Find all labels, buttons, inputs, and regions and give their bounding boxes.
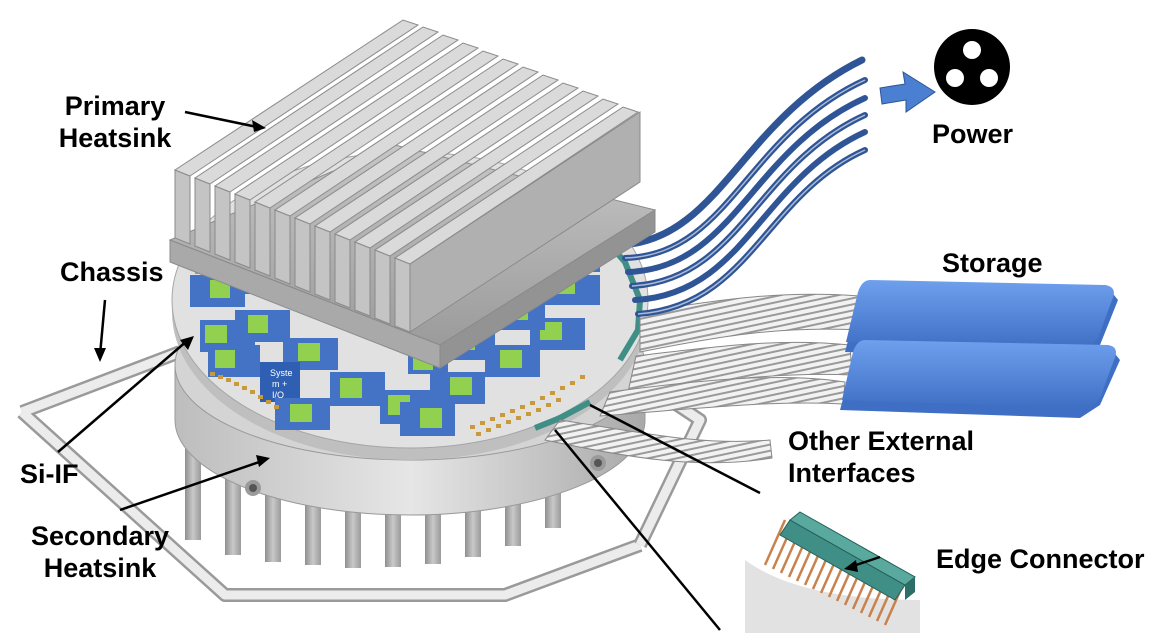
leader-lines [57,110,881,631]
chip-label-line3: I/O [272,390,284,400]
other-external-interfaces-label: Other External Interfaces [788,425,974,489]
chip-label-line2: m + [272,379,287,389]
arrow-right-icon [879,70,936,113]
power-socket-icon [934,29,1010,105]
edge-connector-inset [745,505,920,633]
primary-heatsink-label: Primary Heatsink [40,90,190,154]
ribbon-cables [544,293,863,464]
primary-heatsink-label-line1: Primary [64,91,166,121]
si-if-label: Si-IF [20,459,79,489]
primary-heatsink [168,19,657,369]
chip-label-line1: Syste [270,368,293,378]
power-label: Power [932,119,1014,149]
storage-label: Storage [942,248,1043,278]
other-external-label-line1: Other External [788,426,975,456]
primary-heatsink-label-line2: Heatsink [58,123,172,153]
storage-device-bottom [840,340,1120,418]
secondary-heatsink-label-line2: Heatsink [43,553,157,583]
secondary-heatsink-label: Secondary Heatsink [15,520,185,584]
storage-device-top [845,280,1118,358]
edge-connector-label: Edge Connector [936,544,1145,574]
power-cables-highlight [624,79,866,315]
leader-arrowheads [94,120,858,572]
power-cables [616,56,868,317]
other-external-label-line2: Interfaces [788,458,916,488]
chassis-label: Chassis [60,257,164,287]
secondary-heatsink-label-line1: Secondary [30,521,170,551]
